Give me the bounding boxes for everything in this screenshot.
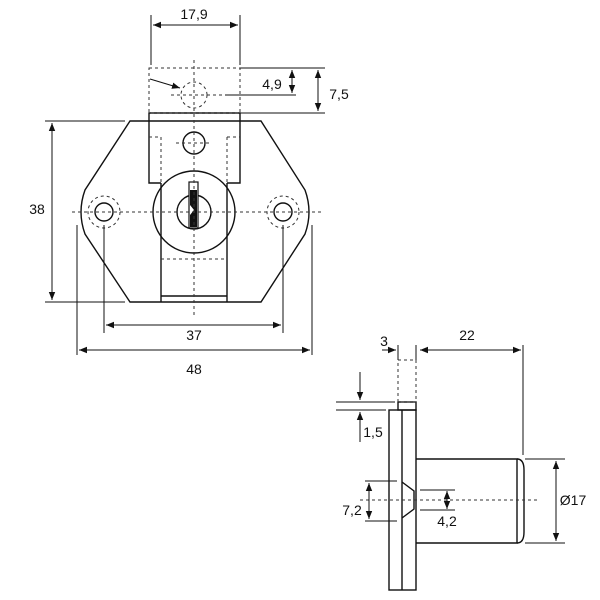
bolt-extended-outline: [148, 67, 241, 114]
top-tab: [148, 112, 241, 184]
dim-diameter-17: Ø17: [560, 492, 587, 508]
dim-37: 37: [186, 327, 202, 343]
dim-1-5: 1,5: [363, 424, 383, 440]
cylinder-body: [416, 458, 518, 544]
dim-17-9: 17,9: [180, 6, 207, 22]
dim-7-2: 7,2: [342, 502, 362, 518]
screw-hole-left: [94, 202, 114, 222]
screw-hole-right: [273, 202, 293, 222]
bolt-extended-side: [397, 359, 417, 403]
dim-7-5: 7,5: [329, 86, 349, 102]
lock-body-outline: [80, 120, 310, 303]
dim-38: 38: [29, 201, 45, 217]
dim-48: 48: [186, 361, 202, 377]
front-view: 17,9 4,9 7,5 38 37 48: [29, 6, 349, 377]
dim-22: 22: [459, 327, 475, 343]
side-view: 3 22 1,5 7,2 4,2 Ø17: [336, 327, 587, 591]
dim-4-9: 4,9: [262, 76, 282, 92]
dim-3: 3: [380, 333, 388, 349]
dim-4-2: 4,2: [437, 513, 457, 529]
